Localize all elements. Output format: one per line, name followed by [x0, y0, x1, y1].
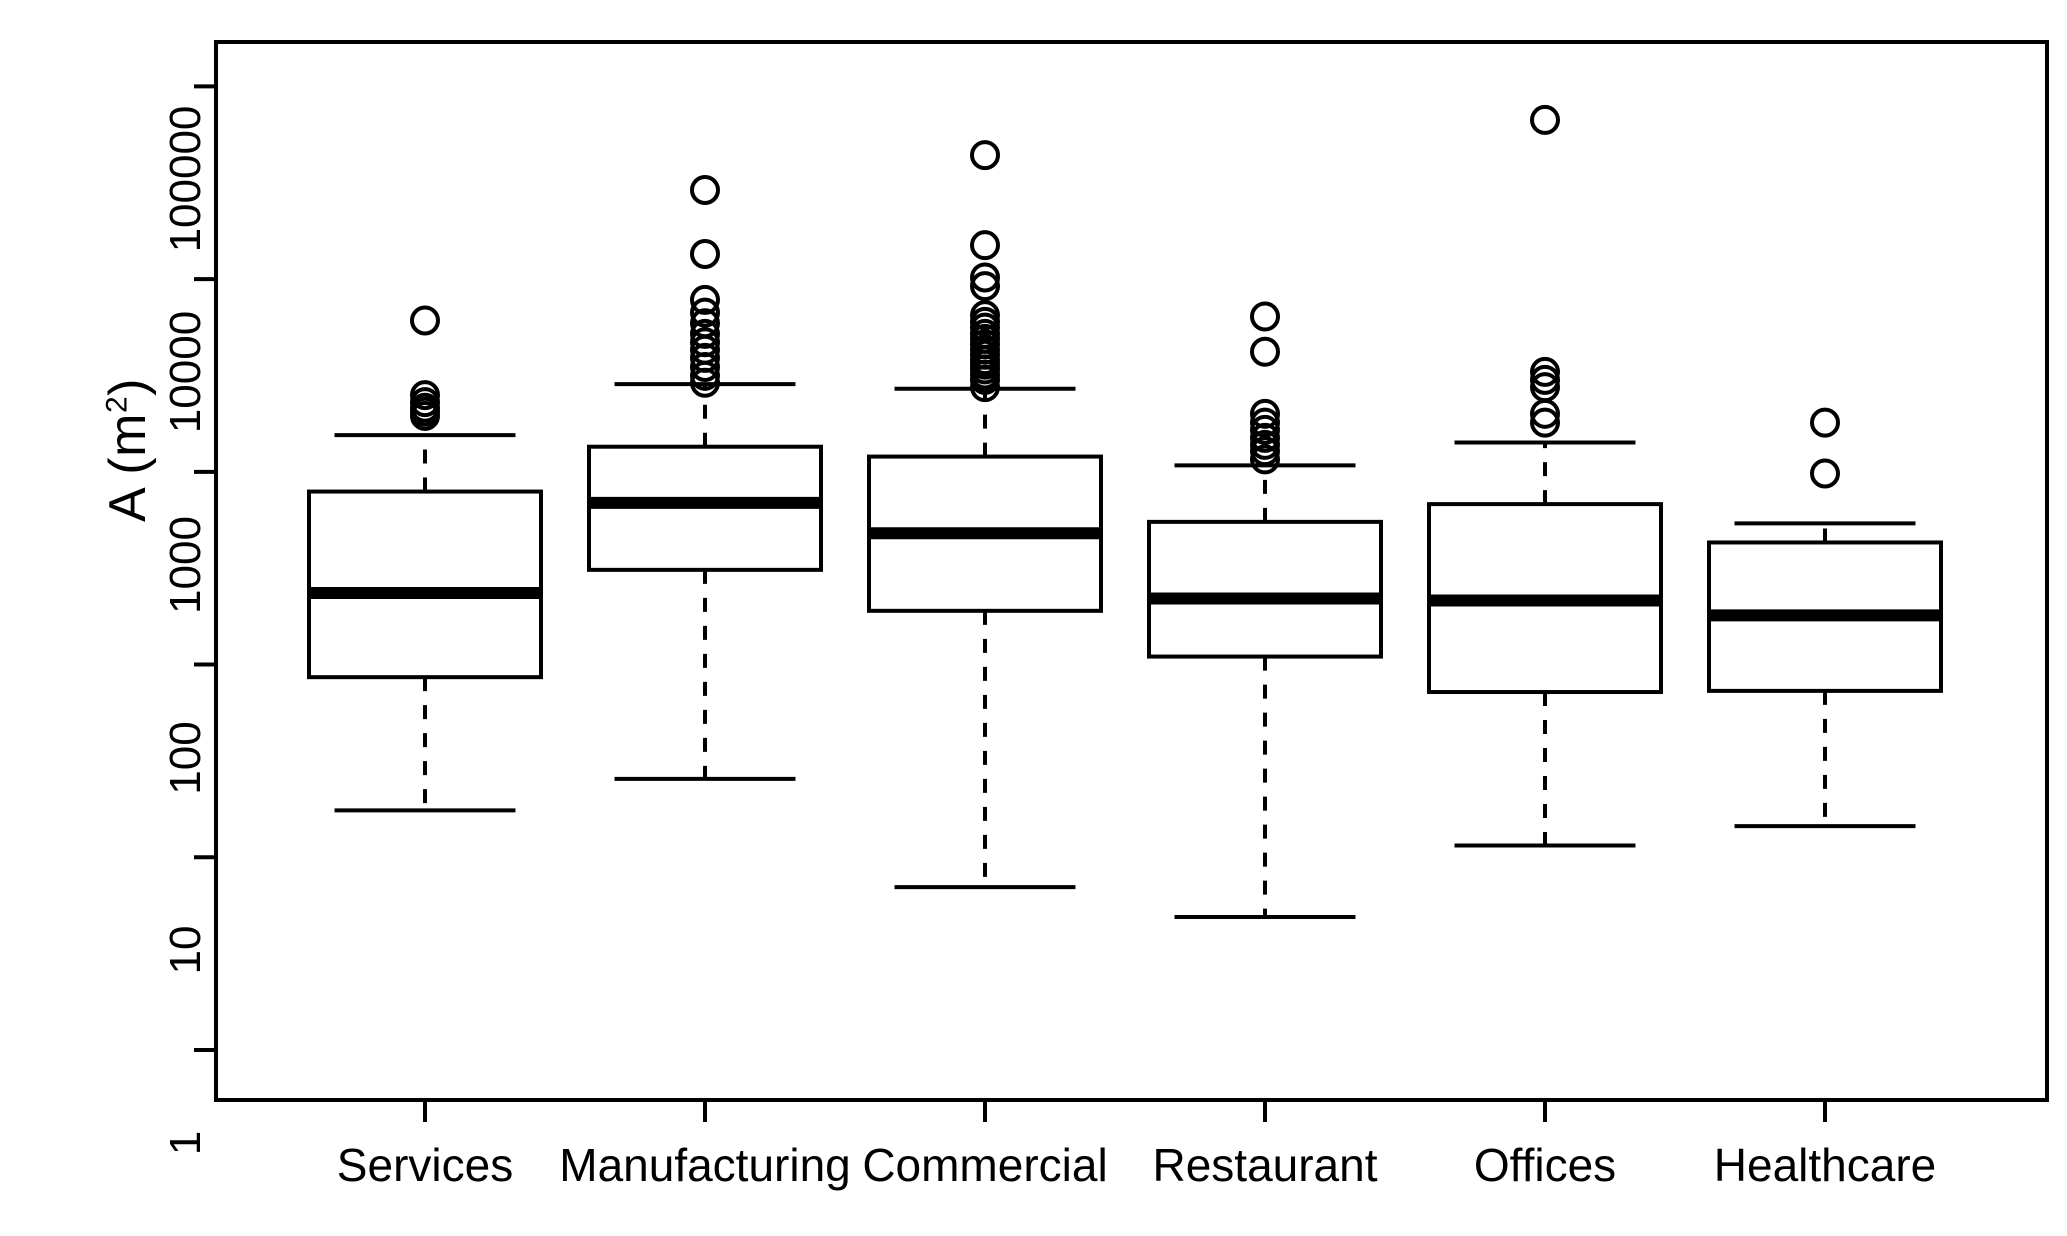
outlier-manufacturing-1	[690, 239, 720, 270]
plot-canvas	[194, 40, 2049, 1122]
x-axis-label-commercial: Commercial	[862, 1139, 1108, 1191]
outlier-restaurant-8	[1250, 444, 1280, 475]
outlier-restaurant-7	[1250, 436, 1280, 467]
outlier-restaurant-0	[1250, 301, 1280, 332]
outlier-commercial-17	[970, 372, 1000, 403]
box-services	[307, 489, 543, 680]
outlier-commercial-0	[970, 140, 1000, 171]
x-axis-label-healthcare: Healthcare	[1713, 1139, 1937, 1191]
outlier-commercial-2	[970, 262, 1000, 293]
outlier-services-5	[410, 400, 440, 431]
outlier-offices-1	[1530, 356, 1560, 387]
x-axis-label-offices: Offices	[1473, 1139, 1617, 1191]
outlier-restaurant-1	[1250, 336, 1280, 367]
outlier-healthcare-1	[1810, 458, 1840, 489]
outlier-manufacturing-0	[690, 175, 720, 206]
outlier-offices-4	[1530, 398, 1560, 429]
outlier-commercial-1	[970, 230, 1000, 261]
outlier-restaurant-4	[1250, 414, 1280, 445]
x-axis-label-services: Services	[336, 1139, 514, 1191]
plot-frame	[214, 40, 2049, 1102]
x-axis-label-manufacturing: Manufacturing	[559, 1139, 851, 1191]
outlier-manufacturing-3	[690, 297, 720, 328]
outlier-manufacturing-2	[690, 284, 720, 315]
outlier-offices-0	[1530, 104, 1560, 135]
outlier-healthcare-0	[1810, 407, 1840, 438]
outlier-manufacturing-11	[690, 367, 720, 398]
x-axis-label-restaurant: Restaurant	[1152, 1139, 1378, 1191]
outlier-commercial-3	[970, 271, 1000, 302]
outlier-manufacturing-9	[690, 351, 720, 382]
outlier-services-0	[410, 305, 440, 336]
box-restaurant	[1147, 519, 1383, 659]
outlier-offices-5	[1530, 407, 1560, 438]
